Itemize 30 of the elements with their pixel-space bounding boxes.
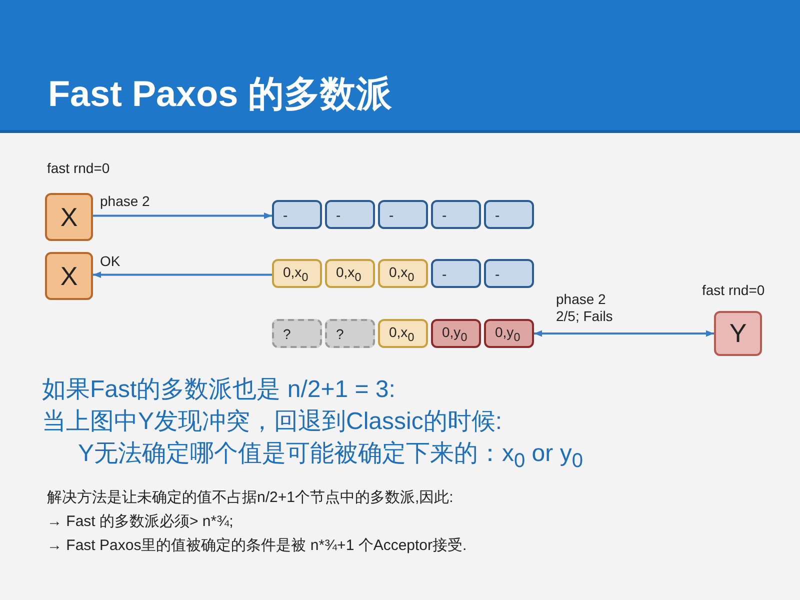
note-text: 当上图中Y发现冲突，回退到Classic的时候: [42, 407, 502, 437]
value-cell: - [378, 200, 428, 229]
note-text: → Fast Paxos里的值被确定的条件是被 n*¾+1 个Acceptor接受. [47, 536, 467, 555]
process-box: X [45, 193, 93, 241]
value-cell: ? [325, 319, 375, 348]
arrow [93, 212, 272, 219]
process-box: Y [714, 311, 762, 356]
value-cell: ? [272, 319, 322, 348]
process-box: X [45, 252, 93, 300]
value-cell: 0,x$_{0}$ [272, 259, 322, 288]
arrow [534, 330, 714, 337]
note-text: 解决方法是让未确定的值不占据n/2+1个节点中的多数派,因此: [47, 488, 454, 507]
value-cell: - [484, 200, 534, 229]
node-caption: fast rnd=0 [47, 160, 110, 176]
value-cell: 0,x$_{0}$ [325, 259, 375, 288]
value-cell: 0,y$_{0}$ [484, 319, 534, 348]
value-cell: 0,x$_{0}$ [378, 259, 428, 288]
value-cell: 0,y$_{0}$ [431, 319, 481, 348]
value-cell: - [431, 259, 481, 288]
note-text: → Fast 的多数派必须> n*¾; [47, 512, 234, 531]
value-cell: - [325, 200, 375, 229]
node-caption: fast rnd=0 [702, 282, 765, 298]
value-cell: 0,x$_{0}$ [378, 319, 428, 348]
note-text: 如果Fast的多数派也是 n/2+1 = 3: [42, 375, 396, 405]
title: Fast Paxos 的多数派 [48, 72, 392, 116]
value-cell: - [272, 200, 322, 229]
value-cell: - [484, 259, 534, 288]
value-cell: - [431, 200, 481, 229]
arrow [93, 272, 272, 278]
note-text: Y无法确定哪个值是可能被确定下来的：x$_{0}$ or y$_{0}$ [78, 439, 583, 473]
